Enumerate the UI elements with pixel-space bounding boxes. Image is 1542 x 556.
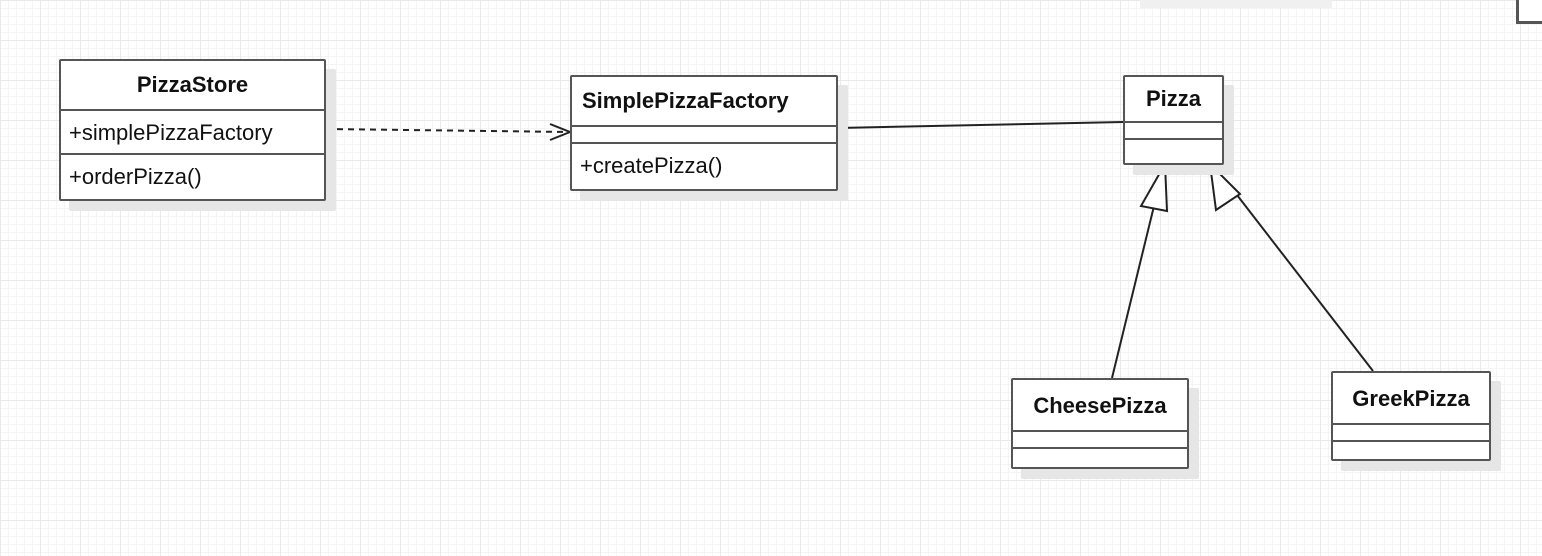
class-name: Pizza bbox=[1125, 77, 1222, 123]
offscreen-shape-fragment bbox=[1140, 0, 1332, 8]
attributes-compartment bbox=[1333, 425, 1489, 442]
operation-createpizza[interactable]: +createPizza() bbox=[580, 153, 723, 178]
operations-compartment bbox=[1013, 449, 1187, 467]
attributes-compartment bbox=[572, 127, 836, 144]
generalization-line-greek[interactable] bbox=[1236, 194, 1374, 372]
operation-orderpizza[interactable]: +orderPizza() bbox=[69, 164, 202, 189]
class-name: GreekPizza bbox=[1333, 373, 1489, 425]
class-cheesepizza[interactable]: CheesePizza bbox=[1011, 378, 1189, 469]
association-line[interactable] bbox=[837, 121, 1124, 129]
class-name: CheesePizza bbox=[1013, 380, 1187, 432]
class-name: PizzaStore bbox=[61, 61, 324, 111]
operations-compartment bbox=[1333, 442, 1489, 459]
class-greekpizza[interactable]: GreekPizza bbox=[1331, 371, 1491, 461]
class-pizza[interactable]: Pizza bbox=[1123, 75, 1224, 165]
offscreen-box-fragment bbox=[1516, 0, 1542, 24]
generalization-arrowhead-cheese bbox=[1139, 160, 1169, 213]
attributes-compartment bbox=[1013, 432, 1187, 449]
operations-compartment bbox=[1125, 140, 1222, 163]
attributes-compartment bbox=[1125, 123, 1222, 140]
class-name: SimplePizzaFactory bbox=[572, 77, 836, 127]
generalization-line-cheese[interactable] bbox=[1111, 205, 1155, 379]
dependency-line[interactable] bbox=[325, 128, 571, 133]
attribute-simplepizzafactory[interactable]: +simplePizzaFactory bbox=[61, 111, 324, 155]
class-simplepizzafactory[interactable]: SimplePizzaFactory +createPizza() bbox=[570, 75, 838, 191]
class-pizzastore[interactable]: PizzaStore +simplePizzaFactory +orderPiz… bbox=[59, 59, 326, 201]
generalization-arrowhead-greek bbox=[1208, 161, 1242, 212]
